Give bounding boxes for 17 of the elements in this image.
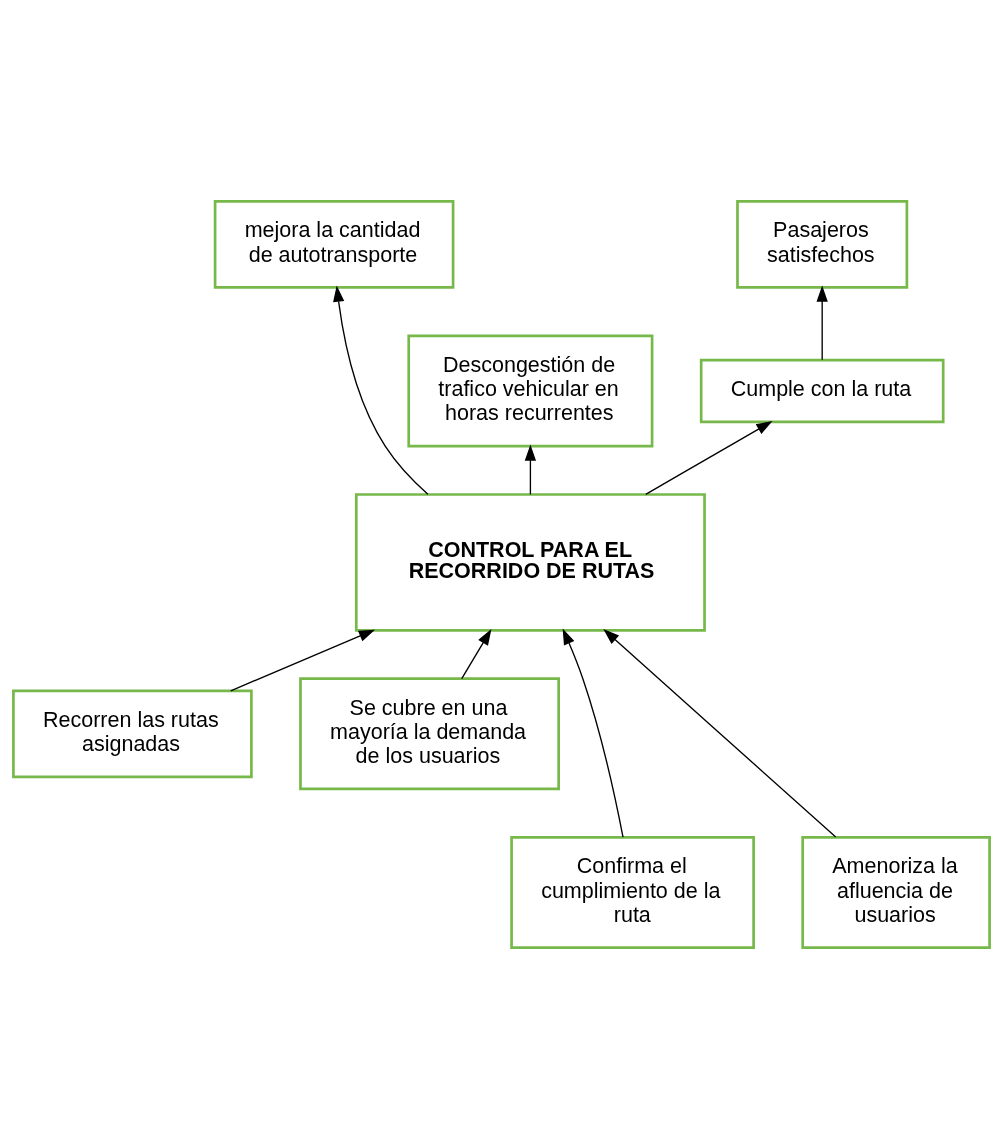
node-box: Pasajeros satisfechos — [736, 199, 909, 289]
node-box: mejora la cantidad de autotransporte — [213, 199, 455, 289]
arrow — [816, 285, 828, 360]
arrow — [645, 420, 773, 495]
arrow — [603, 628, 837, 838]
node-box: CONTROL PARA EL RECORRIDO DE RUTAS — [354, 492, 706, 632]
node-box: Se cubre en una mayoría la demanda de los usuarios — [299, 676, 560, 790]
node-box: Recorren las rutas asignadas — [12, 688, 253, 778]
node-box: Descongestión de trafico vehicular en horas recurrentes — [407, 334, 654, 447]
arrow — [562, 627, 624, 838]
arrow — [230, 629, 376, 691]
node-box: Amenoriza la afluencia de usuarios — [801, 835, 991, 949]
arrow — [524, 444, 537, 495]
node-box: Confirma el cumplimiento de la ruta — [510, 835, 755, 949]
arrow — [333, 285, 429, 495]
arrow — [461, 628, 492, 679]
node-box: Cumple con la ruta — [699, 358, 945, 423]
